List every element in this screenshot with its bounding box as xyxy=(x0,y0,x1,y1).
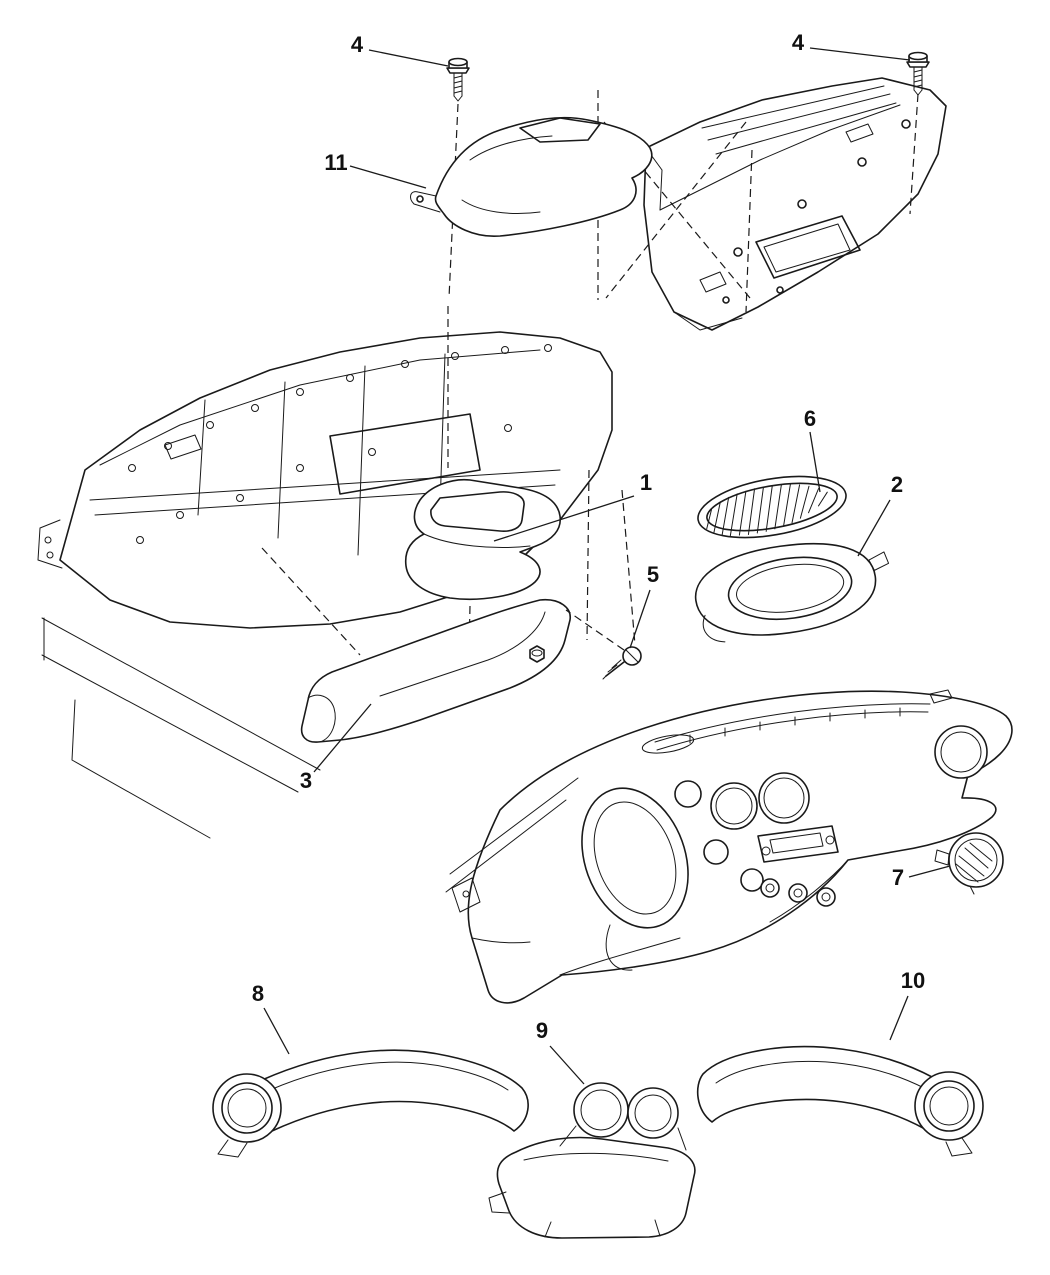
callout-3-label: 3 xyxy=(300,768,312,793)
callout-2: 2 xyxy=(857,472,903,557)
dashboard-assembly xyxy=(445,689,1013,1004)
part-2-vent-housing xyxy=(695,542,890,643)
callout-7-label: 7 xyxy=(892,865,904,890)
callout-5: 5 xyxy=(629,562,659,649)
callout-10-label: 10 xyxy=(901,968,925,993)
callout-1: 1 xyxy=(493,470,652,542)
part-8-left-duct xyxy=(212,1049,529,1158)
callout-6-label: 6 xyxy=(804,406,816,431)
callout-2-label: 2 xyxy=(891,472,903,497)
callout-8-label: 8 xyxy=(252,981,264,1006)
callout-7: 7 xyxy=(892,865,951,890)
part-7-vent-cap xyxy=(934,832,1004,895)
part-6-oval-grille xyxy=(697,475,847,539)
callout-1-label: 1 xyxy=(640,470,652,495)
callout-11-label: 11 xyxy=(324,150,347,175)
part-5-screw-and-nut xyxy=(529,609,642,680)
callout-8: 8 xyxy=(252,981,290,1055)
callout-6: 6 xyxy=(804,406,821,493)
part-9-center-duct-assembly xyxy=(488,1082,696,1239)
callout-3: 3 xyxy=(300,703,372,793)
callout-10: 10 xyxy=(889,968,925,1041)
callout-9-label: 9 xyxy=(536,1018,548,1043)
part-10-right-duct xyxy=(696,1045,984,1157)
part-11-defroster-duct xyxy=(410,116,653,237)
cowl-panel-structure xyxy=(643,77,947,331)
part-1-center-duct xyxy=(404,478,561,601)
callout-4-right-label: 4 xyxy=(792,30,805,55)
callout-4-left: 4 xyxy=(351,32,449,67)
callout-9: 9 xyxy=(536,1018,585,1085)
instrument-panel-support-structure xyxy=(37,331,613,839)
callout-11: 11 xyxy=(324,150,427,189)
callout-4-right: 4 xyxy=(792,30,911,61)
callout-4-left-label: 4 xyxy=(351,32,364,57)
callouts: 1 2 3 4 4 5 6 7 xyxy=(252,30,951,1085)
callout-5-label: 5 xyxy=(647,562,659,587)
